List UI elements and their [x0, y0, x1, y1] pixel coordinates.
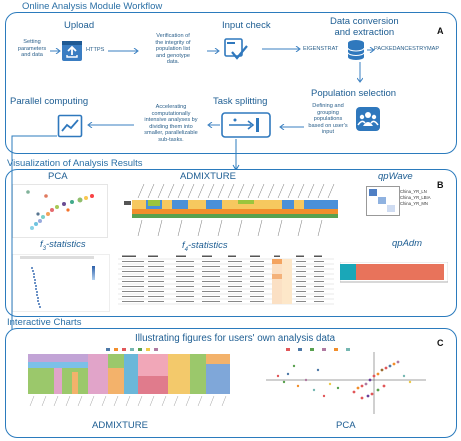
population-desc-text: Defining and grouping populations based … [308, 103, 348, 136]
admixture-title: ADMIXTURE [180, 171, 236, 182]
arrow-conversion-to-population [357, 62, 363, 83]
qpwave-title: qpWave [378, 171, 413, 182]
f3-points [31, 267, 41, 308]
panel-letter-a: A [437, 26, 444, 36]
interactive-admixture-bars [28, 354, 230, 394]
database-icon [347, 40, 365, 60]
task-desc: Accelerating computationally intensive a… [135, 104, 207, 144]
parallel-title: Parallel computing [10, 96, 89, 107]
interactive-pca-plot [258, 346, 430, 418]
qpwave-legend-2: China_YR_LBIA [400, 195, 431, 200]
arrow-desc-to-parallel [87, 122, 134, 128]
qpwave-legend: China_YR_LN China_YR_LBIA China_YR_MN [400, 189, 431, 207]
admixture-plot [124, 184, 338, 237]
interactive-subtitle: Illustrating figures for users' own anal… [135, 333, 336, 344]
arrow-task-to-desc [207, 122, 220, 128]
upload-title: Upload [64, 20, 95, 31]
panel-letter-c: C [437, 338, 444, 348]
qpwave-matrix [366, 186, 400, 216]
arrow-upload-to-verify [108, 48, 139, 54]
packedancestrymap-label: PACKEDANCESTRYMAP [374, 46, 440, 52]
f4-title: f4-statistics [182, 240, 228, 253]
f3-f: f [40, 239, 43, 250]
pca-title: PCA [48, 171, 68, 182]
population-title: Population selection [311, 88, 397, 99]
visualization-title: Visualization of Analysis Results [7, 158, 143, 169]
upload-setting-text: Setting parameters and data [14, 39, 50, 59]
input-check-title: Input check [222, 20, 271, 31]
interactive-admixture-ticks [29, 395, 227, 407]
f3-sub: 3 [42, 245, 46, 252]
qpwave-legend-3: China_YR_MN [400, 201, 428, 206]
interactive-pca-legend [286, 348, 350, 351]
pca-points [26, 190, 94, 230]
f4-table [118, 254, 334, 310]
f4-rest: -statistics [187, 240, 228, 251]
qpadm-plot [340, 262, 448, 283]
qpwave-cell-2 [378, 197, 386, 204]
arrow-verify-to-check [207, 48, 220, 54]
f3-title: f3-statistics [40, 239, 86, 252]
admixture-bottom-labels [137, 219, 323, 237]
interactive-title: Interactive Charts [7, 317, 82, 328]
input-check-icon [224, 38, 248, 60]
conversion-title: Data conversion and extraction [330, 16, 399, 38]
upload-icon [62, 41, 82, 61]
conversion-title-text: Data conversion and extraction [330, 16, 399, 38]
eigenstrat-label: EIGENSTRAT [303, 46, 339, 52]
qpadm-title: qpAdm [392, 238, 423, 249]
pca-plot [12, 184, 108, 238]
verify-label: Verification of the integrity of populat… [155, 33, 191, 66]
parallel-chart-icon [57, 114, 83, 138]
interactive-pca-points [276, 360, 412, 400]
verify-text: Verification of the integrity of populat… [140, 33, 206, 66]
arrow-db-to-pack [367, 47, 375, 53]
f3-plot [12, 254, 110, 312]
population-desc: Defining and grouping populations based … [303, 103, 353, 136]
f4-f: f [182, 240, 185, 251]
interactive-admixture-label: ADMIXTURE [92, 420, 148, 431]
arrow-check-to-conversion [262, 46, 301, 52]
qpwave-cell-3 [387, 205, 395, 212]
interactive-pca-label: PCA [336, 420, 356, 431]
qpwave-cell-1 [369, 189, 377, 196]
interactive-admixture-legend [106, 348, 158, 351]
https-label: HTTPS [86, 47, 105, 53]
interactive-admixture-plot [18, 346, 236, 414]
workflow-title: Online Analysis Module Workflow [22, 1, 163, 12]
admixture-labels [137, 184, 335, 199]
arrow-setting-to-upload [50, 48, 61, 54]
task-desc-text: Accelerating computationally intensive a… [144, 104, 198, 143]
qpwave-legend-1: China_YR_LN [400, 189, 427, 194]
population-icon [356, 107, 380, 131]
panel-letter-b: B [437, 180, 444, 190]
f4-sub: 4 [184, 246, 188, 253]
f3-rest: -statistics [45, 239, 86, 250]
task-split-icon [221, 112, 271, 138]
upload-setting-label: Setting parameters and data [17, 39, 47, 59]
task-title: Task splitting [213, 96, 268, 107]
arrow-population-to-task [279, 124, 304, 130]
